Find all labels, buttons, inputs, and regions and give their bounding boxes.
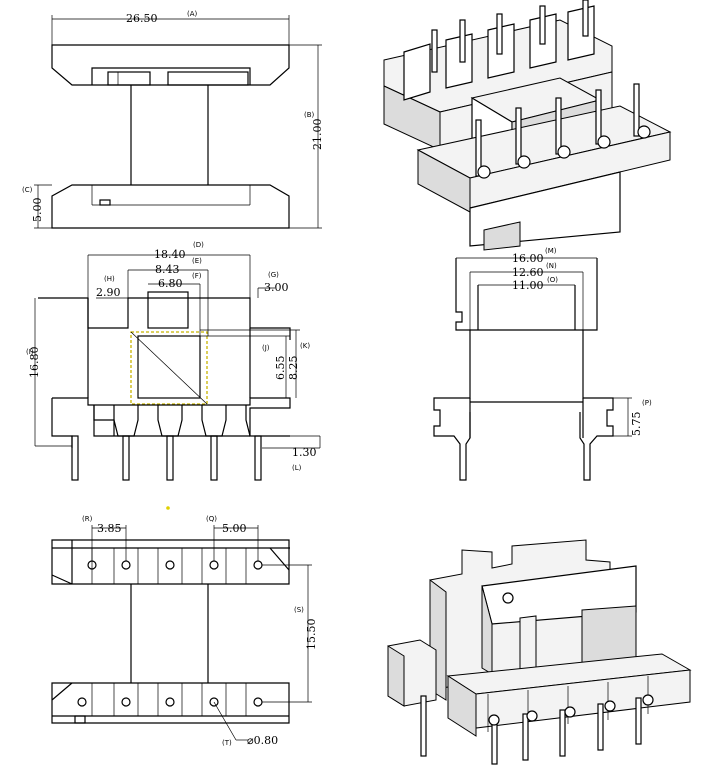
rear-pins (403, 0, 595, 101)
dim-q-value: 5.00 (222, 522, 247, 535)
dim-b-tag: (B) (304, 111, 315, 119)
dim-k-tag: (K) (300, 342, 310, 350)
dim-g-value: 3.00 (264, 281, 289, 294)
dim-i-tag: (I) (26, 348, 34, 356)
dim-k-value: 8.25 (287, 356, 300, 381)
dim-d-value: 18.40 (154, 248, 186, 261)
bottom-view: 3.85 (R) 5.00 (Q) 15.50 (S) ⌀0.80 (T) (51, 515, 318, 747)
dim-s-value: 15.50 (305, 619, 318, 651)
dim-c-value: 5.00 (31, 198, 44, 223)
pin-holes-bottom (77, 697, 263, 707)
winding-window (130, 331, 208, 405)
dim-r-value: 3.85 (97, 522, 122, 535)
dim-f-value: 6.80 (158, 277, 183, 290)
dim-e-tag: (E) (192, 257, 202, 265)
dim-t-value: ⌀0.80 (247, 734, 278, 747)
dim-l-value: 1.30 (292, 446, 317, 459)
dim-g-tag: (G) (268, 271, 279, 279)
side-view: 16.00 (M) 12.60 (N) 11.00 (O) 5.75 (P) (433, 247, 652, 481)
dim-j-value: 6.55 (274, 356, 287, 381)
dim-p-tag: (P) (642, 399, 652, 407)
dim-q-tag: (Q) (206, 515, 217, 523)
isometric-view-top (383, 0, 672, 251)
dim-b-value: 21.00 (311, 119, 324, 151)
front-view: 18.40 (D) 8.43 (E) 6.80 (F) 3.00 (G) 2.9… (26, 241, 321, 481)
dim-m-value: 16.00 (512, 252, 544, 265)
dim-f-tag: (F) (192, 272, 202, 280)
dim-o-tag: (O) (547, 276, 558, 284)
front-pins (475, 83, 651, 179)
dim-e-value: 8.43 (155, 263, 180, 276)
dim-t-tag: (T) (222, 739, 232, 747)
marker-dot (166, 506, 170, 510)
dim-m-tag: (M) (545, 247, 557, 255)
dim-n-tag: (N) (546, 262, 557, 270)
dim-s-tag: (S) (294, 606, 304, 614)
dim-a-tag: (A) (187, 10, 198, 18)
dim-p-value: 5.75 (630, 412, 643, 437)
bottom-pins (420, 694, 654, 765)
top-view: 26.50 (A) 21.00 (B) 5.00 (C) (22, 10, 324, 229)
dim-h-value: 2.90 (96, 286, 121, 299)
dim-j-tag: (J) (262, 344, 270, 352)
isometric-view-bottom (387, 539, 692, 765)
dim-o-value: 11.00 (512, 279, 544, 292)
dim-r-tag: (R) (82, 515, 93, 523)
dim-i-value: 16.80 (28, 347, 41, 379)
dim-h-tag: (H) (104, 275, 115, 283)
dim-n-value: 12.60 (512, 266, 544, 279)
dim-d-tag: (D) (193, 241, 204, 249)
dim-l-tag: (L) (292, 464, 302, 472)
dim-c-tag: (C) (22, 186, 33, 194)
dim-a-value: 26.50 (126, 12, 158, 25)
